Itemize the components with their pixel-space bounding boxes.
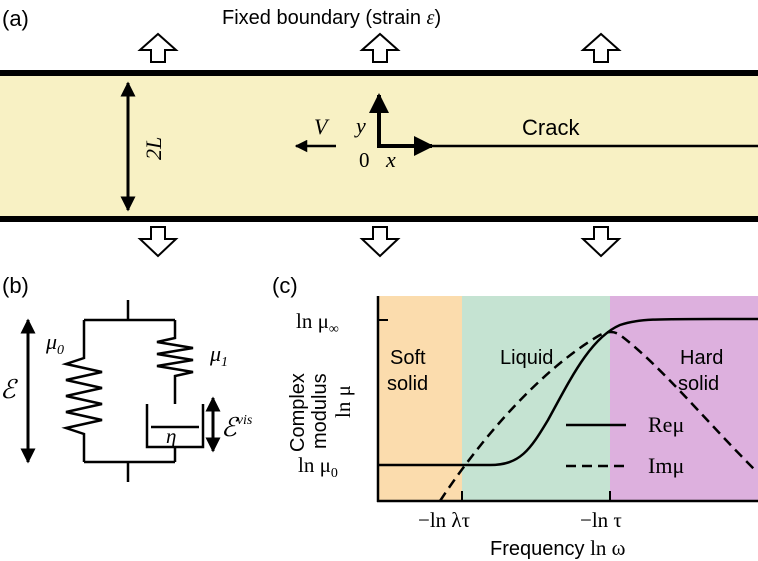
- origin-label: 0: [359, 148, 370, 172]
- strain-symbol: ε: [427, 7, 435, 29]
- spring-mu1: [156, 320, 194, 404]
- xlabel-text: Frequency: [490, 538, 590, 560]
- xlabel-math: ln ω: [590, 536, 625, 560]
- y-axis-label: y: [354, 113, 366, 138]
- ytick-top-sub: ∞: [329, 322, 339, 337]
- boundary-title-close: ): [434, 7, 441, 29]
- mu0-sub: 0: [57, 343, 64, 358]
- total-strain-label: ℰ: [0, 375, 18, 404]
- legend-re-label: Reμ: [648, 412, 684, 437]
- vis-strain-label: ℰvis: [221, 413, 253, 442]
- panel-c: (c) Soft solid Liquid Hard solid Reμ Imμ…: [272, 273, 758, 560]
- legend-im-label: Imμ: [648, 453, 684, 478]
- re-mu-curve: [378, 317, 758, 467]
- crack-label: Crack: [522, 115, 580, 140]
- region-soft-label-1: Soft: [390, 347, 426, 369]
- width-label: 2L: [141, 137, 166, 160]
- vis-strain-symbol: ℰ: [221, 413, 239, 442]
- boundary-title: Fixed boundary (strain ε): [222, 7, 441, 29]
- x-axis-label: x: [385, 147, 396, 172]
- boundary-title-text: Fixed boundary (strain: [222, 7, 427, 29]
- panel-c-label: (c): [272, 273, 298, 298]
- region-soft-label-2: solid: [387, 373, 428, 395]
- panel-a: (a) Fixed boundary (strain ε) 2L V y 0 x…: [0, 6, 758, 258]
- mu1-label: μ1: [209, 341, 228, 370]
- panel-a-label: (a): [2, 6, 29, 31]
- ytick-top-text: ln μ: [296, 309, 329, 333]
- mu0-symbol: μ: [45, 329, 57, 354]
- mu1-symbol: μ: [209, 341, 221, 366]
- mu1-sub: 1: [221, 355, 228, 370]
- ytick-bottom-label: ln μ0: [298, 453, 338, 481]
- down-arrow-icon: [580, 226, 622, 258]
- vis-strain-sup: vis: [237, 413, 253, 428]
- region-liquid-label: Liquid: [500, 347, 553, 369]
- velocity-label: V: [314, 114, 330, 139]
- region-hard-label-2: solid: [678, 373, 719, 395]
- spring-mu0: [61, 320, 103, 462]
- mu0-label: μ0: [45, 329, 64, 358]
- panel-b: (b) μ0 μ1 η ℰ ℰvis: [0, 273, 253, 482]
- down-arrow-icon: [137, 226, 179, 258]
- region-liquid: [462, 296, 610, 501]
- up-arrow-icon: [359, 32, 401, 63]
- eta-label: η: [166, 424, 176, 448]
- region-soft-solid: [378, 296, 462, 501]
- ytick-top-label: ln μ∞: [296, 309, 339, 337]
- ytick-bottom-sub: 0: [331, 466, 338, 481]
- im-mu-curve: [438, 330, 756, 502]
- up-arrow-icon: [137, 32, 179, 63]
- up-arrow-icon: [580, 32, 622, 63]
- ylabel-math: ln μ: [331, 385, 355, 418]
- region-hard-solid: [610, 296, 758, 501]
- xtick-left-label: −ln λτ: [418, 508, 470, 532]
- xlabel: Frequency ln ω: [490, 536, 625, 560]
- xtick-right-label: −ln τ: [580, 508, 622, 532]
- ylabel-line1: Complex: [287, 373, 309, 452]
- down-arrow-icon: [359, 226, 401, 258]
- panel-b-label: (b): [2, 273, 29, 298]
- ytick-bottom-text: ln μ: [298, 453, 331, 477]
- region-hard-label-1: Hard: [680, 347, 723, 369]
- ylabel-line2: modulus: [309, 373, 331, 449]
